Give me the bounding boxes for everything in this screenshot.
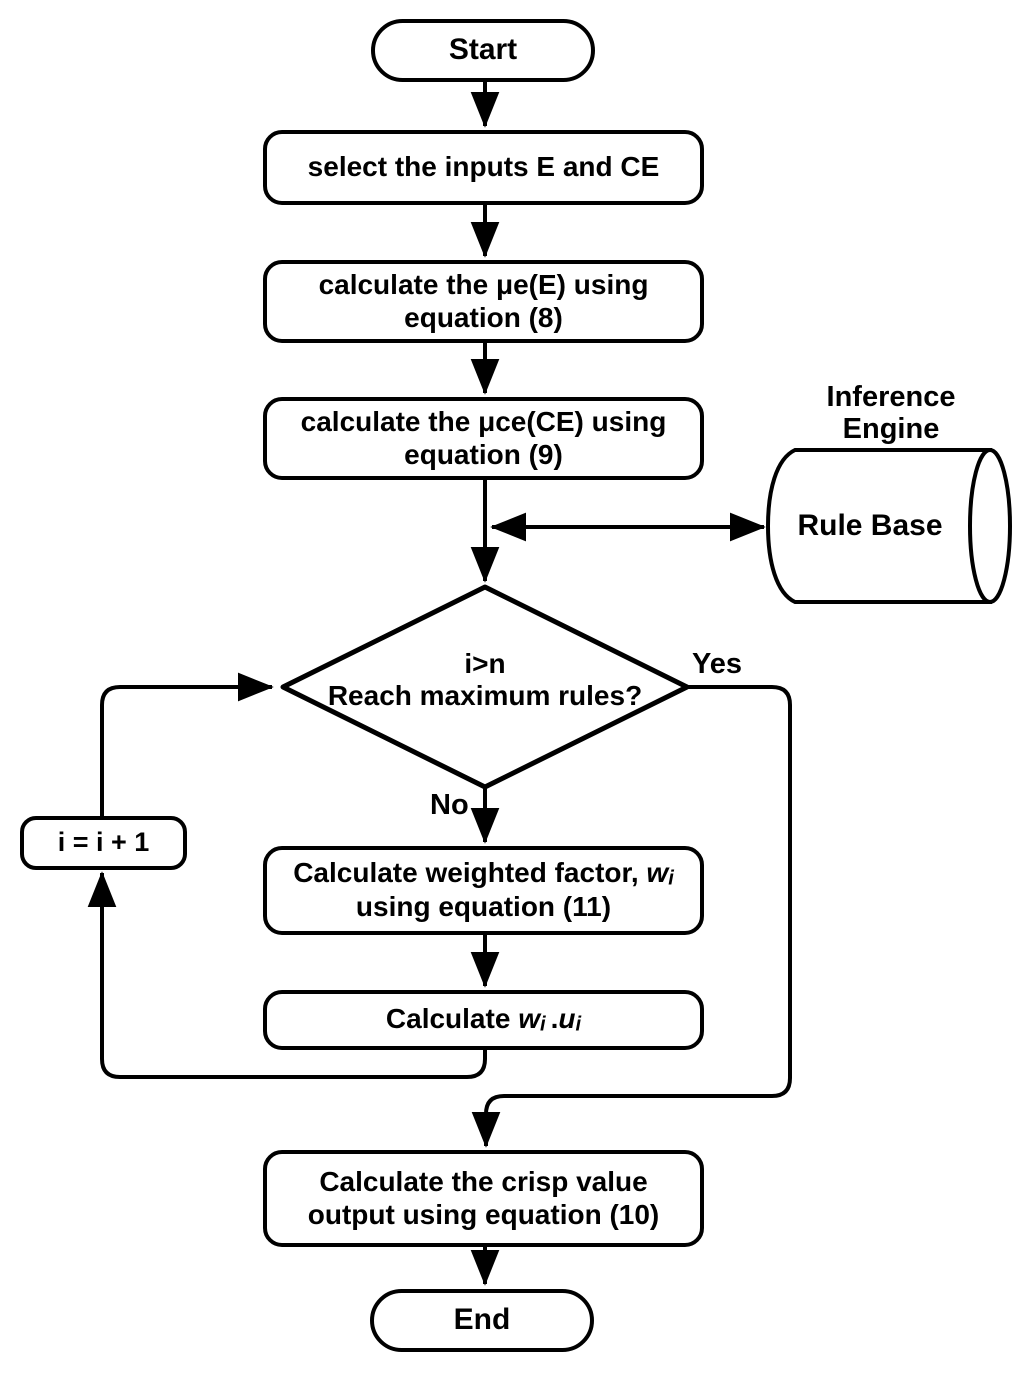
inference-engine-label: Inference Engine — [826, 380, 956, 445]
calc-weighted-label: Calculate weighted factor, wi using equa… — [293, 857, 674, 923]
yes-edge-label: Yes — [692, 648, 742, 680]
decision-label: i>n Reach maximum rules? — [327, 647, 643, 711]
select-inputs-label: select the inputs E and CE — [307, 151, 660, 183]
calc-crisp-label: Calculate the crisp value output using e… — [307, 1166, 660, 1230]
rule-base-cylinder-body — [765, 448, 992, 604]
calc-mu-e-node — [263, 260, 704, 343]
decision-diamond — [280, 584, 690, 790]
calc-product-line: Calculate wi.ui — [385, 1003, 582, 1036]
end-node — [370, 1289, 594, 1352]
calc-crisp-node — [263, 1150, 704, 1247]
calc-weighted-node — [263, 846, 704, 935]
edge-increment-to-decision — [100, 672, 274, 818]
calc-mu-ce-node — [263, 397, 704, 480]
increment-label: i = i + 1 — [57, 827, 150, 858]
no-edge-label: No — [430, 789, 469, 821]
start-label: Start — [448, 33, 518, 67]
calc-product-node — [263, 990, 704, 1050]
edge-decision-yes — [471, 685, 792, 1148]
calc-weighted-line1: Calculate weighted factor, wi — [293, 857, 674, 890]
start-node — [371, 19, 595, 82]
edge-product-to-increment — [87, 871, 487, 1079]
increment-node — [20, 816, 187, 870]
calc-product-label: Calculate wi.ui — [265, 992, 702, 1048]
calc-mu-ce-label: calculate the μce(CE) using equation (9) — [300, 406, 667, 470]
select-inputs-node — [263, 130, 704, 205]
calc-mu-e-label: calculate the μe(E) using equation (8) — [318, 269, 649, 333]
rule-base-cylinder-end — [968, 448, 1012, 604]
rule-base-label: Rule Base — [797, 508, 943, 542]
end-label: End — [453, 1303, 511, 1337]
